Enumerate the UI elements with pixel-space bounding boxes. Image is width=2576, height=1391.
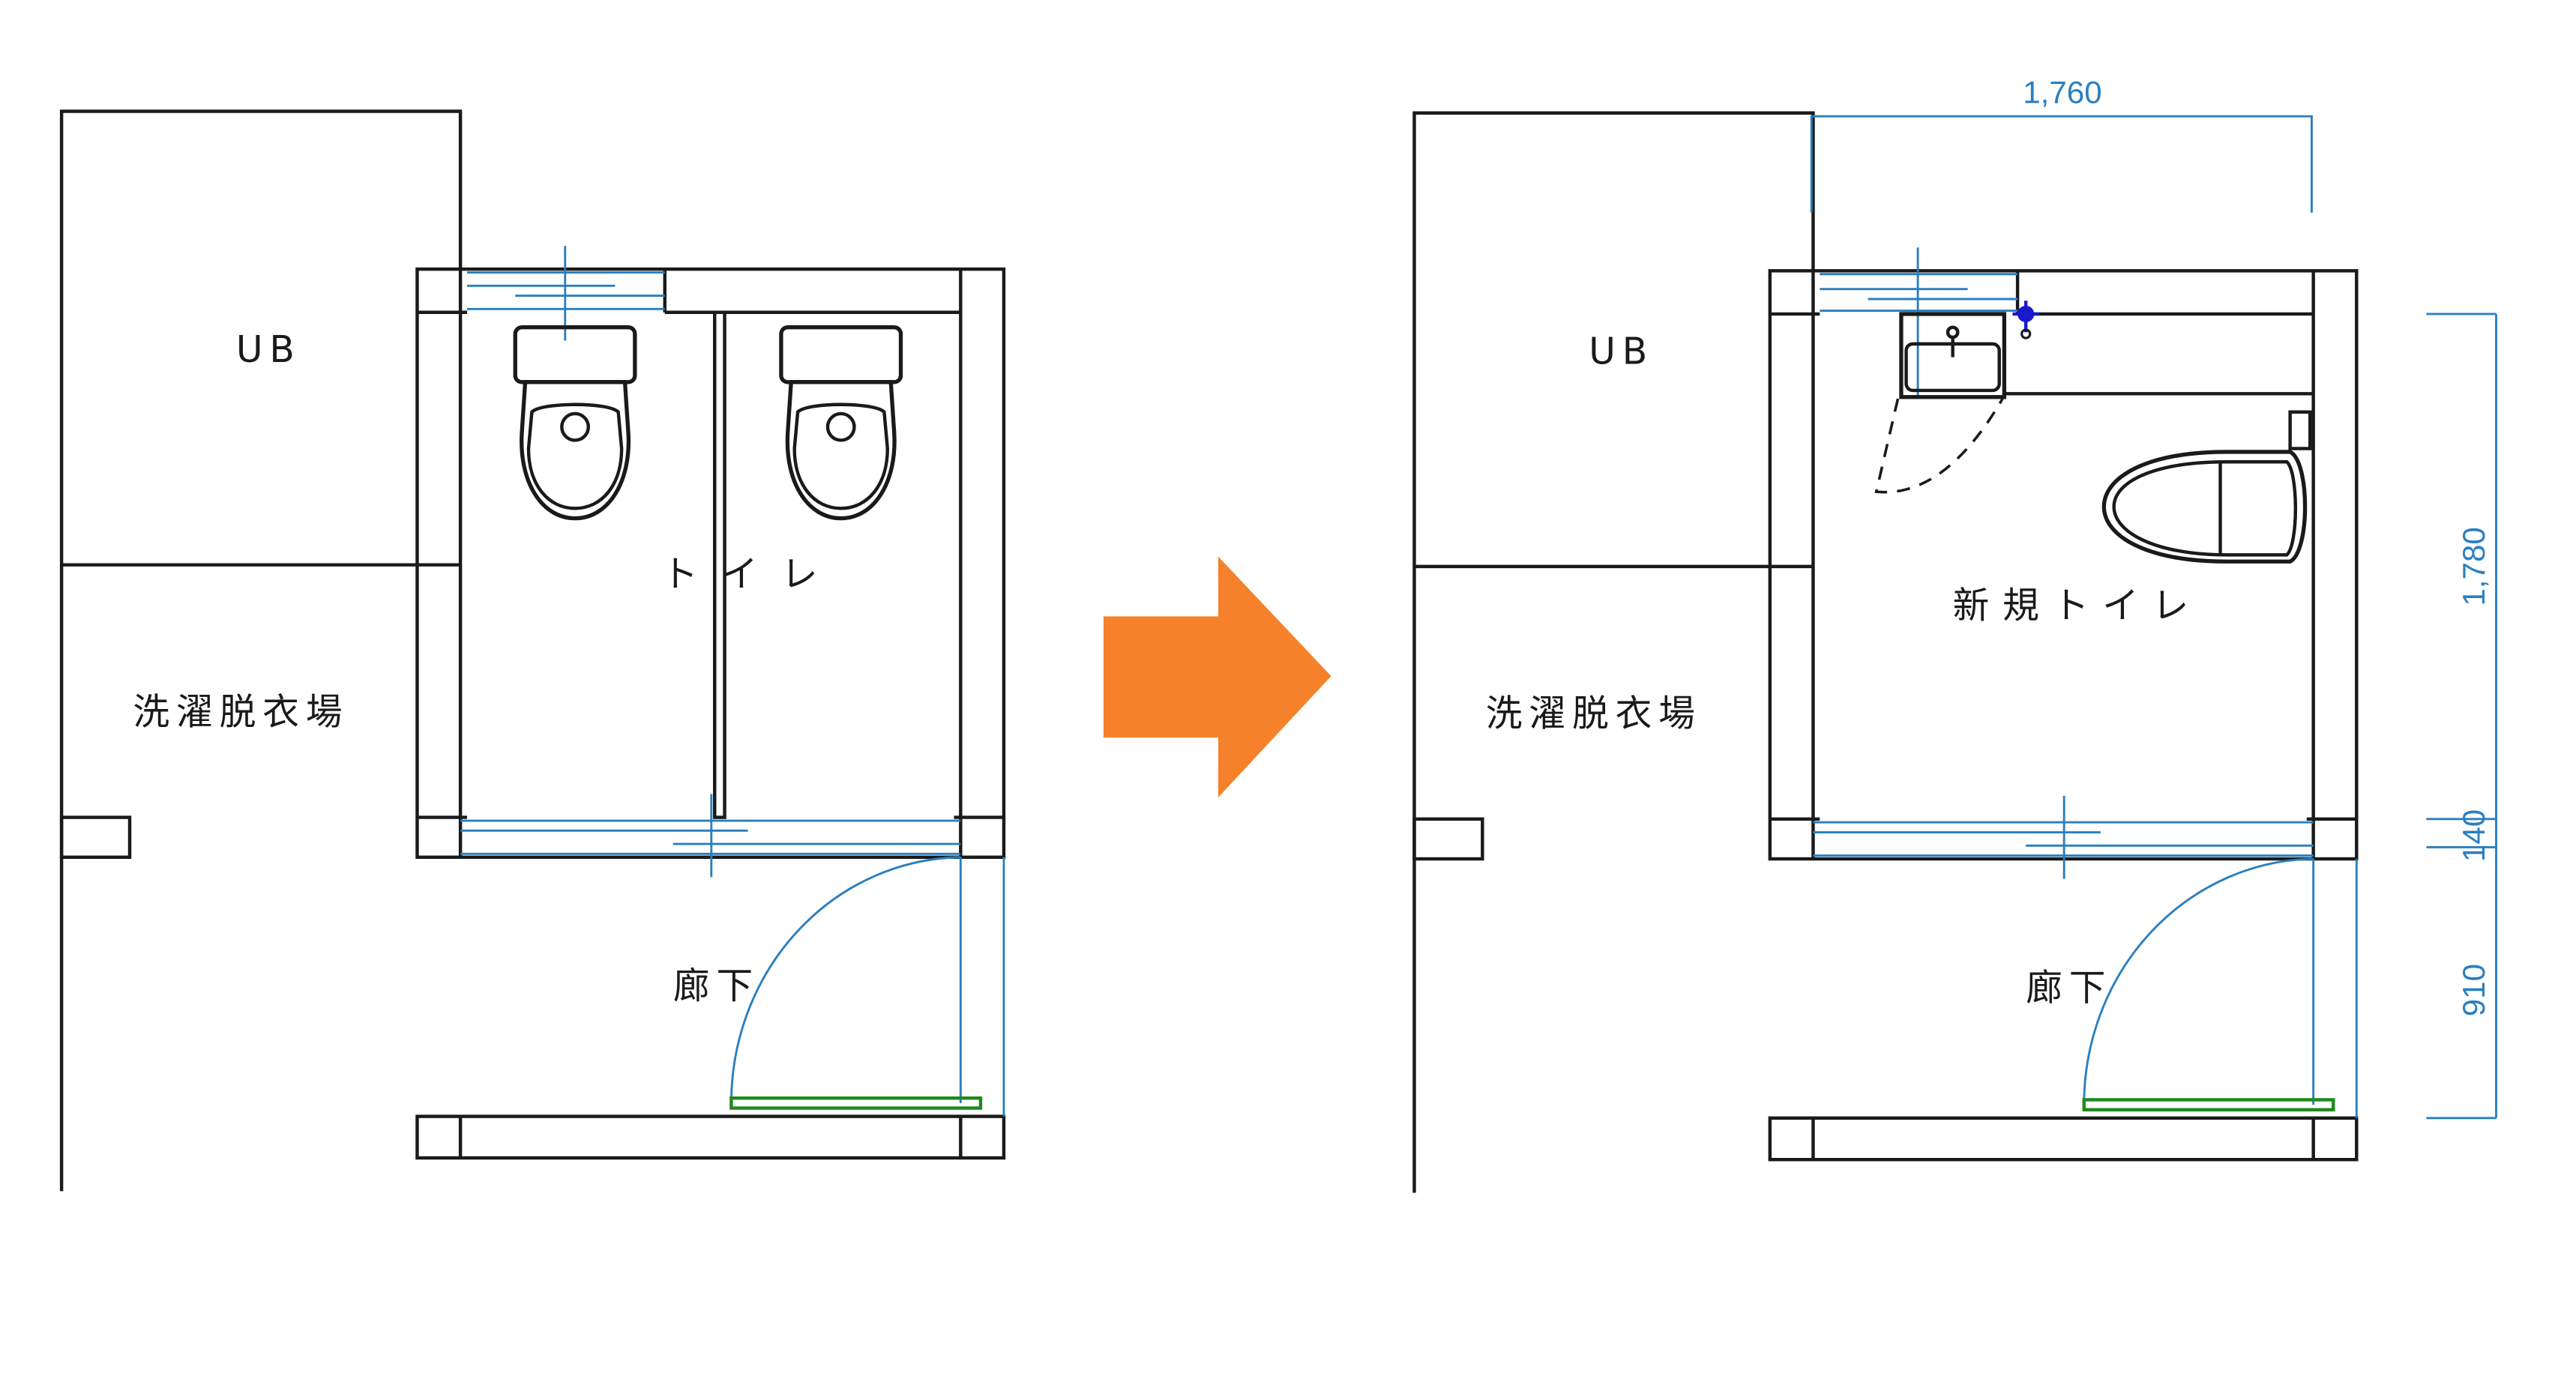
room-label-ub: UB bbox=[236, 329, 301, 371]
dimension-width-label: 1,760 bbox=[2023, 74, 2101, 109]
room-label-corridor: 廊下 bbox=[2026, 967, 2112, 1009]
dimension-vertical: 1,780 140 910 bbox=[2426, 313, 2497, 1120]
room-label-corridor: 廊下 bbox=[673, 965, 759, 1007]
fixture-marker-icon bbox=[2012, 301, 2039, 340]
room-label-laundry: 洗濯脱衣場 bbox=[133, 691, 349, 733]
toilet-fixture-icon bbox=[515, 328, 635, 519]
room-label-new-toilet: 新規トイレ bbox=[1953, 585, 2202, 627]
before-plan: UB 洗濯脱衣場 トイレ 廊下 bbox=[61, 112, 1004, 1192]
toilet-fixture-icon bbox=[781, 328, 901, 519]
room-label-toilet: トイレ bbox=[661, 553, 840, 595]
room-label-ub: UB bbox=[1589, 331, 1654, 372]
arrow-right-icon bbox=[1103, 556, 1331, 797]
dimension-corridor-label: 910 bbox=[2456, 964, 2491, 1016]
dimension-depth-label: 1,780 bbox=[2456, 527, 2491, 606]
wash-basin-icon bbox=[1874, 312, 2007, 494]
room-label-laundry: 洗濯脱衣場 bbox=[1486, 693, 1702, 735]
dimension-width: 1,760 bbox=[1810, 74, 2313, 213]
dimension-wall-label: 140 bbox=[2456, 809, 2491, 862]
toilet-fixture-icon bbox=[2101, 410, 2312, 564]
after-plan: 1,760 1,780 140 910 UB 洗濯脱衣場 新規トイレ 廊下 bbox=[1414, 74, 2497, 1192]
